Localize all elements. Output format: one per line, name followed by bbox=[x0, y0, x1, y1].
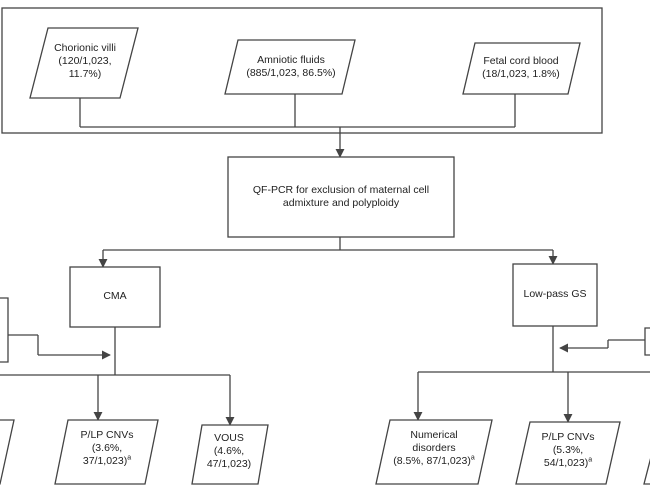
sample-name: Amniotic fluids bbox=[257, 54, 325, 66]
sample-count: (120/1,023, bbox=[58, 55, 112, 67]
footnote-marker: a bbox=[470, 454, 475, 462]
sample-label-fetal-cord-blood: Fetal cord blood (18/1,023, 1.8%) bbox=[467, 55, 575, 81]
result-shape-gs-numerical bbox=[375, 419, 493, 485]
result-title: P/LP CNVs bbox=[80, 429, 134, 441]
footnote-marker: a bbox=[127, 454, 132, 462]
result-count-text: 54/1,023) bbox=[543, 457, 589, 469]
result-title: VOUS bbox=[214, 432, 244, 444]
cma-box bbox=[69, 266, 161, 328]
sample-count: (18/1,023, 1.8%) bbox=[482, 68, 560, 80]
result-title: P/LP CNVs bbox=[541, 431, 595, 443]
right-side-box-partial bbox=[644, 327, 650, 356]
result-title-2: disorders bbox=[412, 442, 456, 454]
result-count-text: (8.5%, 87/1,023) bbox=[393, 455, 471, 467]
result-count-text: 37/1,023) bbox=[82, 455, 128, 467]
result-label-gs-numerical: Numerical disorders (8.5%, 87/1,023)a bbox=[380, 429, 488, 468]
qfpcr-line-1: QF-PCR for exclusion of maternal cell bbox=[252, 184, 430, 196]
result-percent: (5.3%, bbox=[552, 444, 584, 456]
result-label-gs-plp: P/LP CNVs (5.3%, 54/1,023)a bbox=[522, 431, 614, 470]
result-shape-partial-left bbox=[0, 419, 15, 485]
cma-label: CMA bbox=[103, 290, 127, 302]
result-shape-gs-plp bbox=[515, 421, 621, 485]
result-shape-cma-vous bbox=[191, 424, 269, 485]
result-label-cma-vous: VOUS (4.6%, 47/1,023) bbox=[196, 432, 262, 471]
qfpcr-line-2: admixture and polyploidy bbox=[282, 197, 400, 209]
sample-shape-amniotic-fluids bbox=[224, 39, 356, 95]
sample-count: (885/1,023, 86.5%) bbox=[246, 67, 336, 79]
lowpass-label: Low-pass GS bbox=[523, 288, 587, 300]
result-count: 37/1,023)a bbox=[62, 455, 152, 468]
qfpcr-label: QF-PCR for exclusion of maternal cell ad… bbox=[230, 184, 452, 210]
footnote-marker: a bbox=[588, 456, 593, 464]
result-count: 54/1,023)a bbox=[522, 457, 614, 470]
result-title: Numerical bbox=[410, 429, 458, 441]
sample-label-amniotic-fluids: Amniotic fluids (885/1,023, 86.5%) bbox=[232, 54, 350, 80]
qfpcr-box bbox=[227, 156, 455, 238]
sample-shape-chorionic-villi bbox=[29, 27, 139, 99]
sample-shape-fetal-cord-blood bbox=[462, 42, 581, 95]
result-percent: (4.6%, bbox=[213, 445, 245, 457]
sample-name: Chorionic villi bbox=[54, 42, 116, 54]
result-count: 47/1,023) bbox=[206, 458, 252, 470]
result-count: (8.5%, 87/1,023)a bbox=[380, 455, 488, 468]
sample-label-chorionic-villi: Chorionic villi (120/1,023, 11.7%) bbox=[48, 42, 122, 81]
result-shape-cma-plp bbox=[54, 419, 159, 485]
result-shape-partial-right bbox=[643, 458, 650, 485]
left-side-box-partial bbox=[0, 297, 9, 363]
result-percent: (3.6%, bbox=[91, 442, 123, 454]
lowpass-box bbox=[512, 263, 598, 327]
result-label-cma-plp: P/LP CNVs (3.6%, 37/1,023)a bbox=[62, 429, 152, 468]
sample-name: Fetal cord blood bbox=[483, 55, 559, 67]
sample-percent: 11.7%) bbox=[68, 68, 102, 80]
